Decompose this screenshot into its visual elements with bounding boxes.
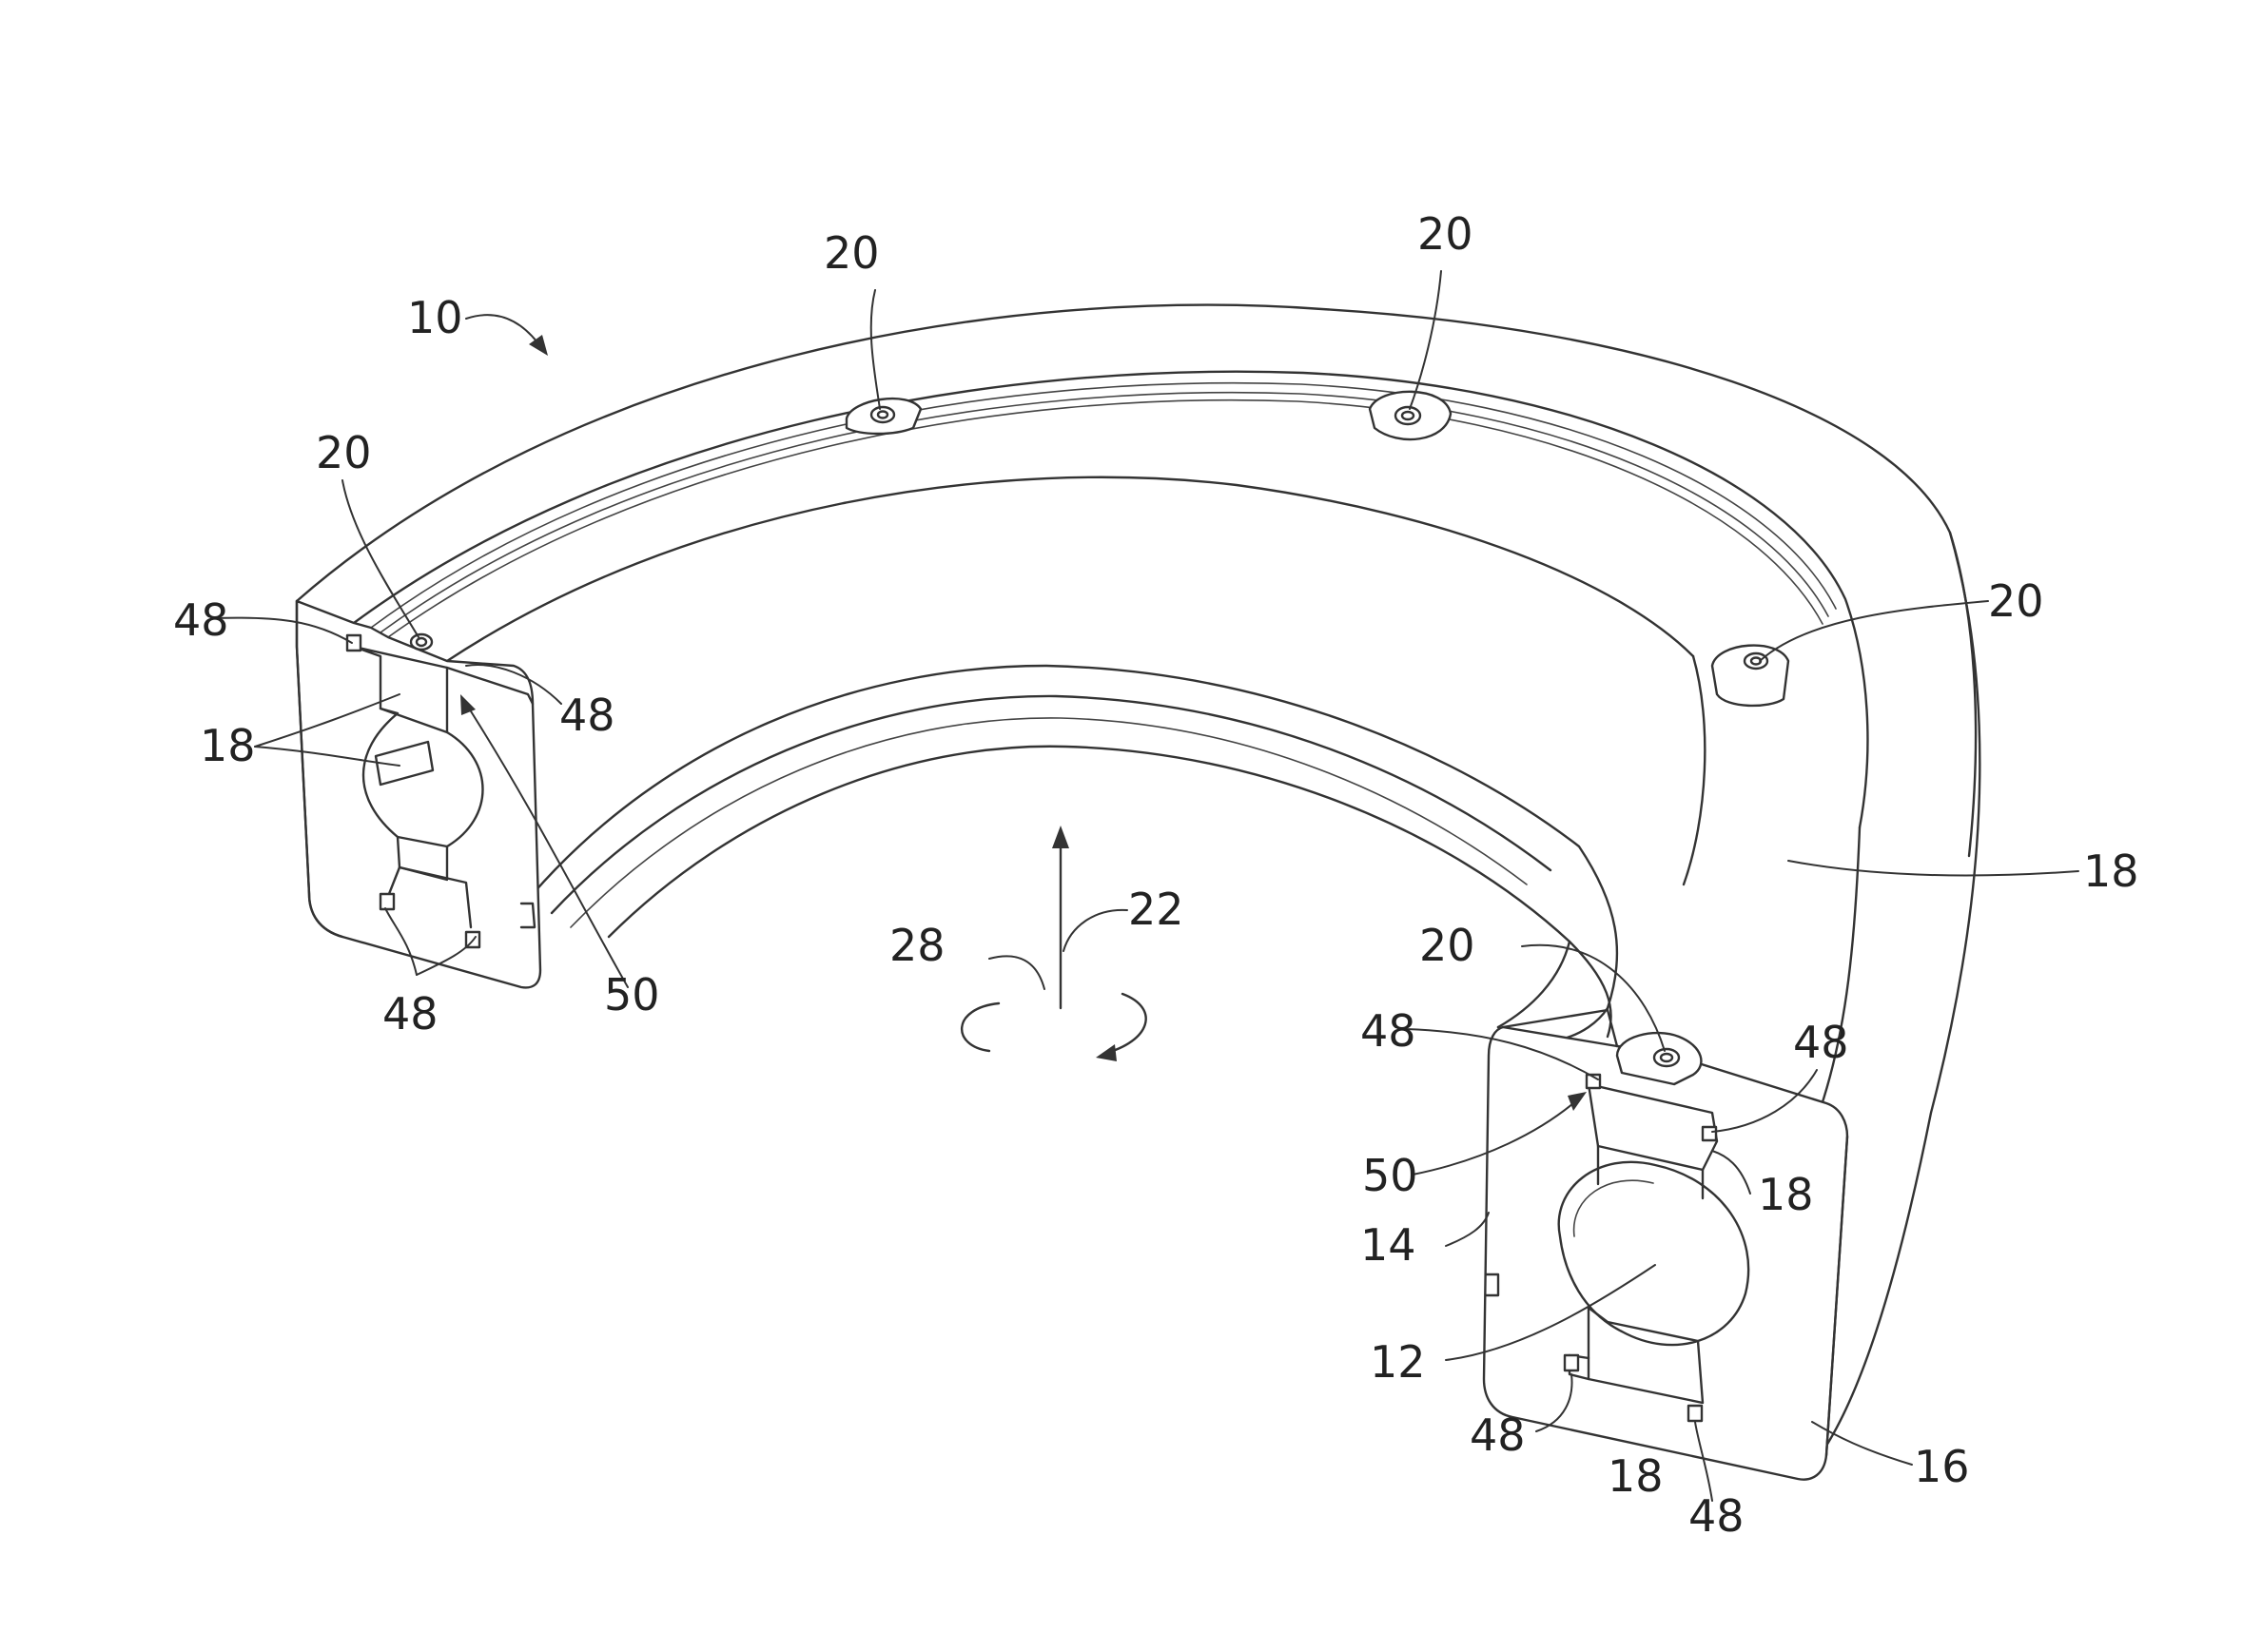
right-cross-section (1484, 1010, 1847, 1480)
label-fastener-20: 20 (1988, 575, 2044, 627)
label-joint-48: 48 (559, 690, 615, 741)
label-fastener-20: 20 (1419, 920, 1475, 971)
label-cage-18: 18 (1608, 1450, 1664, 1502)
label-joint-48: 48 (173, 594, 229, 646)
label-cage-18: 18 (1758, 1169, 1814, 1220)
label-fastener-20: 20 (824, 227, 880, 279)
label-joint-48: 48 (1688, 1490, 1745, 1542)
fasteners (847, 392, 1788, 706)
label-gap-50: 50 (1362, 1150, 1418, 1201)
label-outer-race-16: 16 (1914, 1441, 1970, 1492)
label-cage-18: 18 (200, 720, 256, 771)
label-gap-50: 50 (604, 969, 660, 1020)
left-cross-section (297, 601, 540, 987)
rotation-axis (962, 826, 1146, 1061)
label-joint-48: 48 (1470, 1409, 1526, 1461)
label-fastener-20: 20 (316, 427, 372, 478)
fastener-hole-icon (411, 634, 432, 650)
label-joint-48: 48 (1793, 1017, 1849, 1068)
label-ball-12: 12 (1370, 1336, 1426, 1388)
label-axis-22: 22 (1128, 884, 1184, 935)
label-fastener-20: 20 (1417, 208, 1473, 260)
label-cage-18: 18 (2083, 845, 2139, 897)
label-ring-10: 10 (407, 292, 463, 343)
label-joint-48: 48 (382, 988, 439, 1040)
label-joint-48: 48 (1360, 1005, 1416, 1057)
label-rotation-28: 28 (889, 920, 946, 971)
label-inner-race-14: 14 (1360, 1219, 1416, 1271)
